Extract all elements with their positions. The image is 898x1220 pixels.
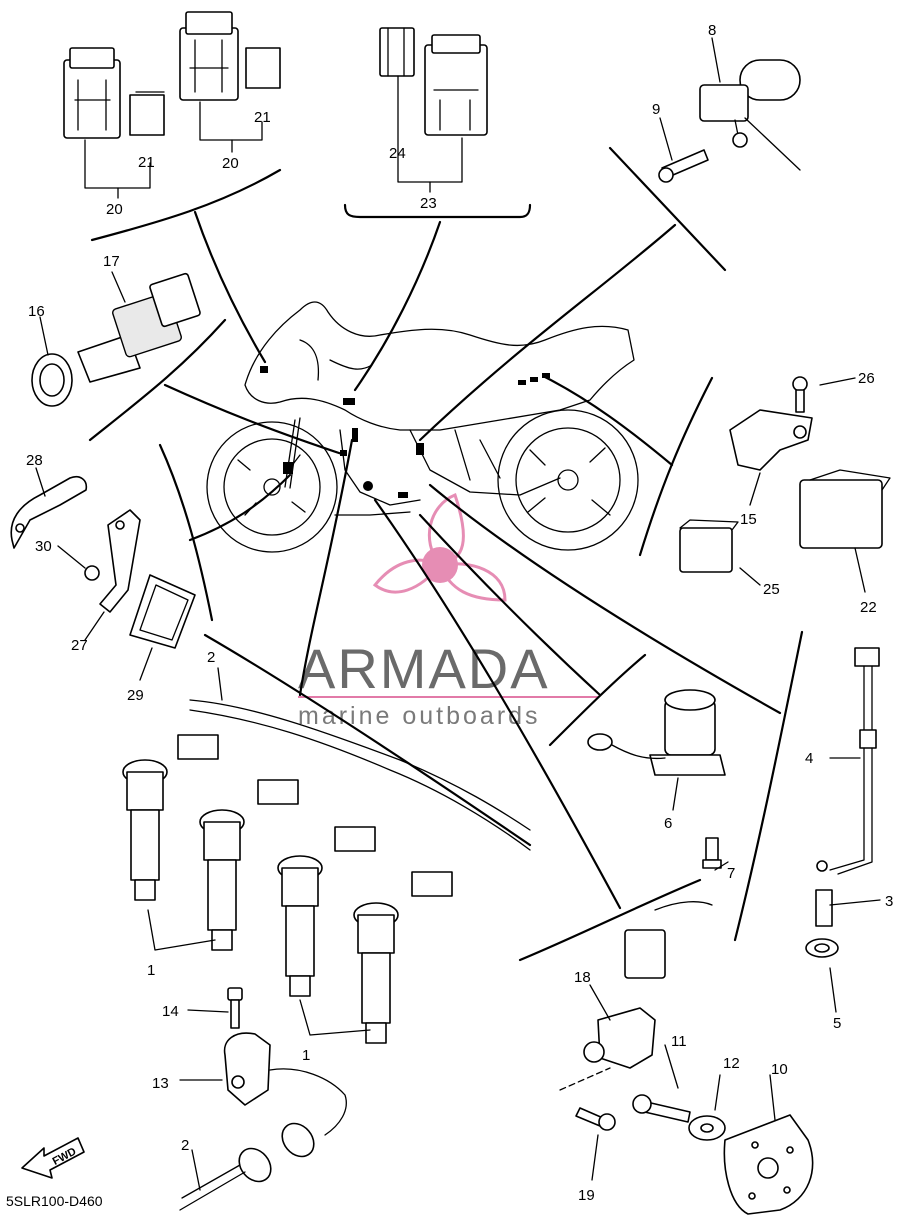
pickup-coil-10-19 [559, 901, 814, 1215]
armada-watermark: ARMADA marine outboards [298, 493, 598, 730]
bracket-reflector-27-30 [10, 467, 196, 681]
callout-15: 15 [740, 511, 757, 528]
callout-4: 4 [805, 750, 813, 767]
map-sensor-15-22-25-26 [679, 376, 891, 593]
crank-sensor-6-7 [587, 689, 729, 871]
callout-24: 24 [389, 145, 406, 162]
callout-5: 5 [833, 1015, 841, 1032]
relay-group-23-24 [379, 27, 488, 193]
motorcycle-outline [206, 301, 639, 553]
watermark-title: ARMADA [298, 637, 550, 700]
callout-7: 7 [727, 865, 735, 882]
callout-10: 10 [771, 1061, 788, 1078]
callout-1-left: 1 [147, 962, 155, 979]
callout-21-left: 21 [138, 154, 155, 171]
callout-28: 28 [26, 452, 43, 469]
callout-25: 25 [763, 581, 780, 598]
callout-numbers: 8 9 21 21 20 20 24 23 17 16 26 28 15 30 … [26, 22, 893, 1204]
callout-19: 19 [578, 1187, 595, 1204]
callout-2-top: 2 [207, 649, 215, 666]
callout-14: 14 [162, 1003, 179, 1020]
callout-2-bottom: 2 [181, 1137, 189, 1154]
callout-18: 18 [574, 969, 591, 986]
diagram-code: 5SLR100-D460 [6, 1193, 103, 1209]
temp-sensor-16-17 [31, 271, 201, 407]
callout-20-left: 20 [106, 201, 123, 218]
callout-22: 22 [860, 599, 877, 616]
callout-12: 12 [723, 1055, 740, 1072]
callout-30: 30 [35, 538, 52, 555]
callout-16: 16 [28, 303, 45, 320]
callout-29: 29 [127, 687, 144, 704]
callout-17: 17 [103, 253, 120, 270]
propeller-logo-icon [372, 493, 507, 602]
callout-9: 9 [652, 101, 660, 118]
relay-group-20-21-right [179, 11, 281, 153]
callout-6: 6 [664, 815, 672, 832]
wire-plug-3-4-5 [805, 647, 881, 1013]
callout-26: 26 [858, 370, 875, 387]
sensor-13-14 [179, 987, 347, 1211]
callout-20-right: 20 [222, 155, 239, 172]
callout-11: 11 [671, 1033, 687, 1050]
ignition-coils-1-2 [122, 667, 531, 1044]
callout-21-right: 21 [254, 109, 271, 126]
relay-group-20-21-left [63, 47, 165, 199]
fwd-label: FWD [51, 1146, 79, 1168]
fwd-arrow-icon: FWD [21, 1137, 85, 1179]
section-dividers [88, 146, 804, 962]
callout-1-right: 1 [302, 1047, 310, 1064]
callout-8: 8 [708, 22, 716, 39]
sensor-8-9 [658, 37, 801, 183]
callout-23: 23 [420, 195, 437, 212]
callout-13: 13 [152, 1075, 169, 1092]
callout-3: 3 [885, 893, 893, 910]
leader-lines [163, 210, 782, 910]
callout-27: 27 [71, 637, 88, 654]
